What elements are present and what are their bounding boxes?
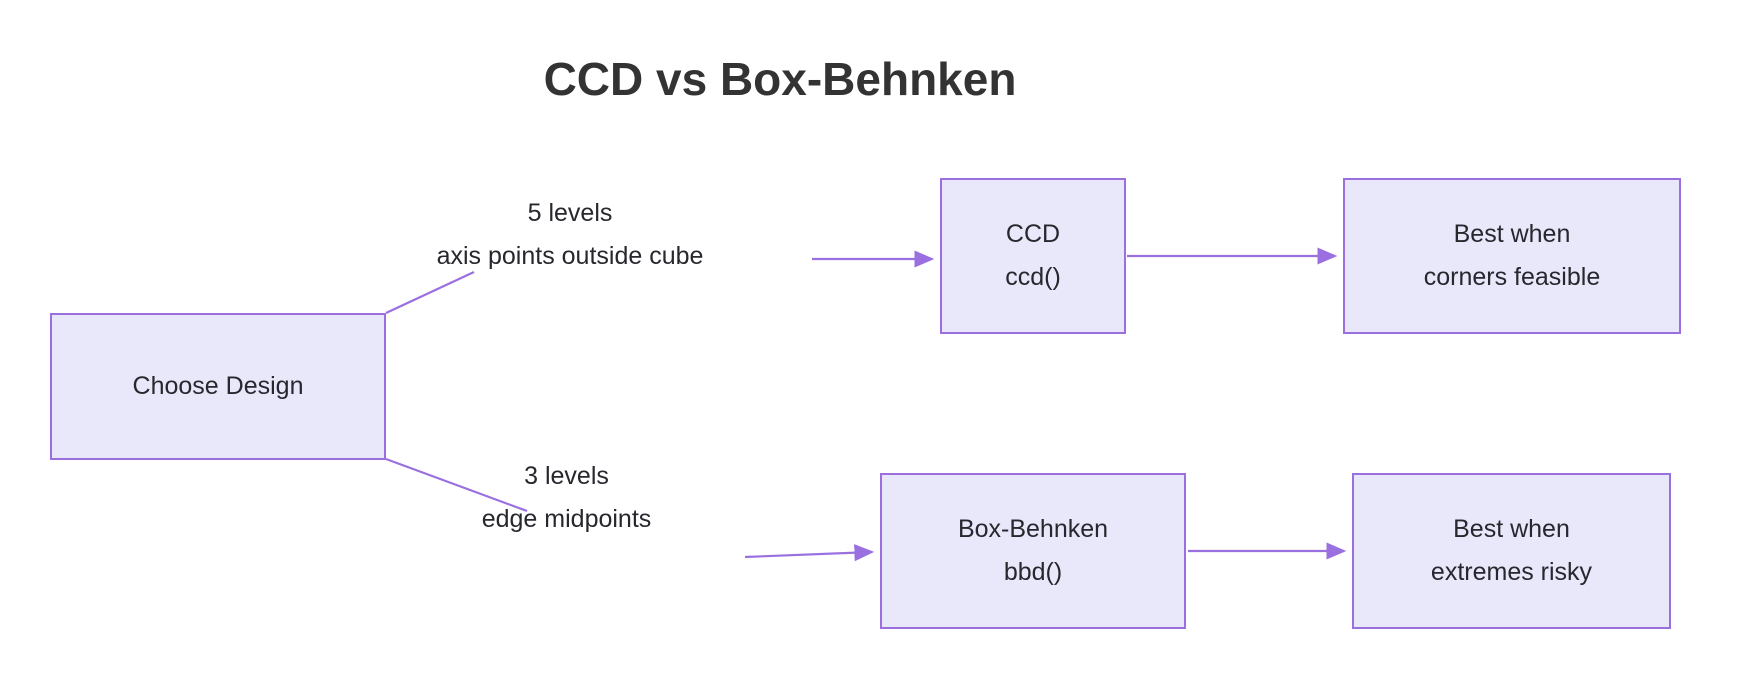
node-ccd-recommendation-line2: corners feasible [1423,263,1601,291]
edge-label-ccd-branch: 5 levels axis points outside cube [417,192,723,278]
node-box-behnken[interactable]: Box-Behnken bbd() [880,473,1186,629]
node-box-behnken-function: bbd() [1003,558,1063,586]
edge-label-ccd-branch-line2: axis points outside cube [436,242,704,270]
node-ccd[interactable]: CCD ccd() [940,178,1126,334]
page-title: CCD vs Box-Behnken [543,53,1017,105]
node-box-behnken-recommendation-line2: extremes risky [1430,558,1593,586]
node-ccd-title: CCD [1005,220,1061,248]
node-choose-design-label: Choose Design [132,372,304,400]
node-ccd-recommendation-line1: Best when [1453,220,1571,248]
node-ccd-function: ccd() [1005,263,1061,291]
edge-bottom-label-to-bbd [744,544,875,562]
node-choose-design[interactable]: Choose Design [50,313,386,460]
edge-label-bbd-branch: 3 levels edge midpoints [466,455,667,541]
edge-label-bbd-branch-line1: 3 levels [524,462,609,490]
node-box-behnken-recommendation[interactable]: Best when extremes risky [1352,473,1671,629]
node-ccd-recommendation[interactable]: Best when corners feasible [1343,178,1681,334]
edge-choose-to-top-label [385,271,475,314]
edge-label-bbd-branch-line2: edge midpoints [481,505,652,533]
node-box-behnken-recommendation-line1: Best when [1453,515,1570,543]
edge-label-ccd-branch-line1: 5 levels [527,199,613,227]
node-box-behnken-title: Box-Behnken [957,515,1109,543]
